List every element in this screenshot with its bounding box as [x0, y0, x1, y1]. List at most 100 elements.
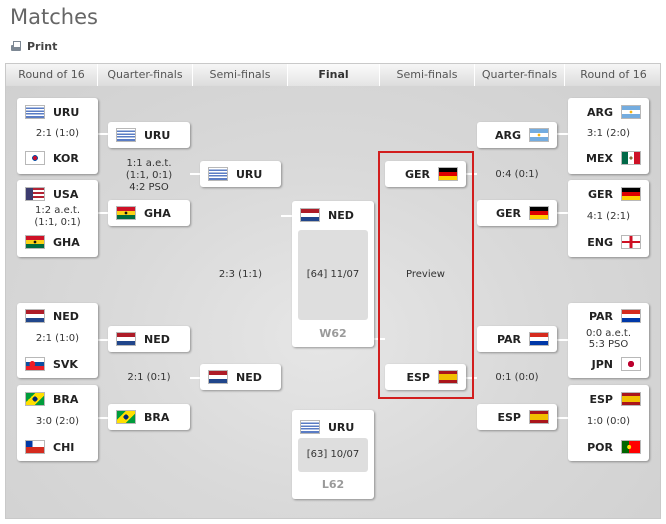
- match-score: 1:2 a.e.t.: [34, 205, 80, 216]
- team-code: GER: [495, 206, 521, 220]
- flag-ned-icon: [25, 309, 45, 323]
- team-row[interactable]: GHA: [25, 234, 90, 250]
- sf-team-card[interactable]: ESP: [385, 364, 466, 390]
- match-card-r16[interactable]: USA 1:2 a.e.t. (1:1, 0:1) GHA: [17, 180, 98, 257]
- team-code: MEX: [586, 151, 613, 165]
- team-row[interactable]: POR: [576, 439, 641, 455]
- team-row[interactable]: ARG: [576, 104, 641, 120]
- flag-usa-icon: [25, 187, 45, 201]
- team-row[interactable]: NED: [208, 369, 273, 385]
- team-code: URU: [328, 420, 355, 434]
- team-row[interactable]: PAR: [576, 308, 641, 324]
- match-card-r16[interactable]: ESP 1:0 (0:0) POR: [568, 385, 649, 461]
- team-code: KOR: [53, 151, 79, 165]
- flag-par-icon: [621, 309, 641, 323]
- match-card-r16[interactable]: URU 2:1 (1:0) KOR: [17, 98, 98, 174]
- team-code: USA: [53, 187, 79, 201]
- team-row[interactable]: MEX: [576, 150, 641, 166]
- flag-arg-icon: [529, 128, 549, 142]
- qf-team-card[interactable]: NED: [108, 326, 190, 352]
- match-score: 2:1 (0:1): [127, 372, 171, 383]
- sf-team-card[interactable]: URU: [200, 161, 281, 187]
- qf-team-card[interactable]: ARG: [477, 122, 557, 148]
- qf-team-card[interactable]: URU: [108, 122, 190, 148]
- match-card-r16[interactable]: ARG 3:1 (2:0) MEX: [568, 98, 649, 174]
- team-code: PAR: [588, 309, 613, 323]
- team-row[interactable]: GHA: [116, 205, 182, 221]
- team-row[interactable]: SVK: [25, 356, 90, 372]
- team-row[interactable]: ESP: [393, 369, 458, 385]
- flag-uru-icon: [300, 420, 320, 434]
- flag-uru-icon: [25, 105, 45, 119]
- header-final: Final: [288, 64, 380, 86]
- qf-team-card[interactable]: PAR: [477, 326, 557, 352]
- selected-match-highlight[interactable]: [378, 151, 474, 399]
- match-card-r16[interactable]: PAR 0:0 a.e.t. 5:3 PSO JPN: [568, 303, 649, 378]
- team-code: GHA: [144, 206, 171, 220]
- flag-eng-icon: [621, 235, 641, 249]
- team-row[interactable]: GER: [576, 186, 641, 202]
- preview-link[interactable]: Preview: [406, 269, 445, 280]
- qf-team-card[interactable]: GER: [477, 200, 557, 226]
- flag-ger-icon: [621, 187, 641, 201]
- team-row[interactable]: URU: [25, 104, 90, 120]
- team-row[interactable]: ESP: [576, 391, 641, 407]
- header-quarter-finals-left: Quarter-finals: [98, 64, 193, 86]
- team-code: POR: [587, 440, 613, 454]
- match-card-r16[interactable]: BRA 3:0 (2:0) CHI: [17, 385, 98, 461]
- team-row[interactable]: NED: [25, 308, 90, 324]
- team-row[interactable]: GER: [393, 166, 458, 182]
- qf-team-card[interactable]: BRA: [108, 404, 190, 430]
- team-row[interactable]: BRA: [25, 391, 90, 407]
- team-code: PAR: [496, 332, 521, 346]
- team-row[interactable]: ESP: [485, 409, 549, 425]
- sf-team-card[interactable]: GER: [385, 161, 466, 187]
- match-card-r16[interactable]: GER 4:1 (2:1) ENG: [568, 180, 649, 257]
- team-row[interactable]: PAR: [485, 331, 549, 347]
- flag-ned-icon: [300, 208, 320, 222]
- team-row[interactable]: ARG: [485, 127, 549, 143]
- match-card-r16[interactable]: NED 2:1 (1:0) SVK: [17, 303, 98, 378]
- connector-line: [98, 212, 108, 214]
- qf-team-card[interactable]: ESP: [477, 404, 557, 430]
- flag-gha-icon: [116, 206, 136, 220]
- match-score: 4:1 (2:1): [586, 211, 631, 222]
- connector-line: [98, 417, 108, 419]
- team-row[interactable]: URU: [116, 127, 182, 143]
- qf-team-card[interactable]: GHA: [108, 200, 190, 226]
- third-place-card[interactable]: URU [63] 10/07 L62: [292, 410, 374, 499]
- match-score: (1:1, 0:1): [34, 217, 81, 228]
- connector-line: [281, 215, 292, 217]
- flag-bra-icon: [116, 410, 136, 424]
- team-row[interactable]: NED: [300, 207, 366, 223]
- third-place-placeholder: L62: [321, 478, 345, 491]
- connector-line: [466, 377, 477, 379]
- team-row[interactable]: CHI: [25, 439, 90, 455]
- team-code: ARG: [494, 128, 521, 142]
- team-row[interactable]: USA: [25, 186, 90, 202]
- team-row[interactable]: BRA: [116, 409, 182, 425]
- team-row[interactable]: JPN: [576, 356, 641, 372]
- team-code: NED: [236, 370, 262, 384]
- print-label: Print: [27, 40, 58, 53]
- team-code: ESP: [497, 410, 522, 424]
- connector-line: [557, 212, 568, 214]
- flag-ger-icon: [438, 167, 458, 181]
- final-card[interactable]: NED [64] 11/07 W62: [292, 201, 374, 347]
- team-code: URU: [236, 167, 263, 181]
- team-row[interactable]: GER: [485, 205, 549, 221]
- team-code: URU: [53, 105, 80, 119]
- team-row[interactable]: URU: [300, 419, 366, 435]
- flag-esp-icon: [438, 370, 458, 384]
- team-code: GER: [404, 167, 430, 181]
- match-score-block: 1:1 a.e.t. (1:1, 0:1) 4:2 PSO: [108, 158, 190, 194]
- team-row[interactable]: KOR: [25, 150, 90, 166]
- match-score: 0:0 a.e.t.: [585, 328, 631, 339]
- team-code: GHA: [53, 235, 80, 249]
- header-round-of-16-right: Round of 16: [565, 64, 660, 86]
- team-row[interactable]: NED: [116, 331, 182, 347]
- team-row[interactable]: ENG: [576, 234, 641, 250]
- print-link[interactable]: Print: [10, 40, 57, 53]
- team-row[interactable]: URU: [208, 166, 273, 182]
- sf-team-card[interactable]: NED: [200, 364, 281, 390]
